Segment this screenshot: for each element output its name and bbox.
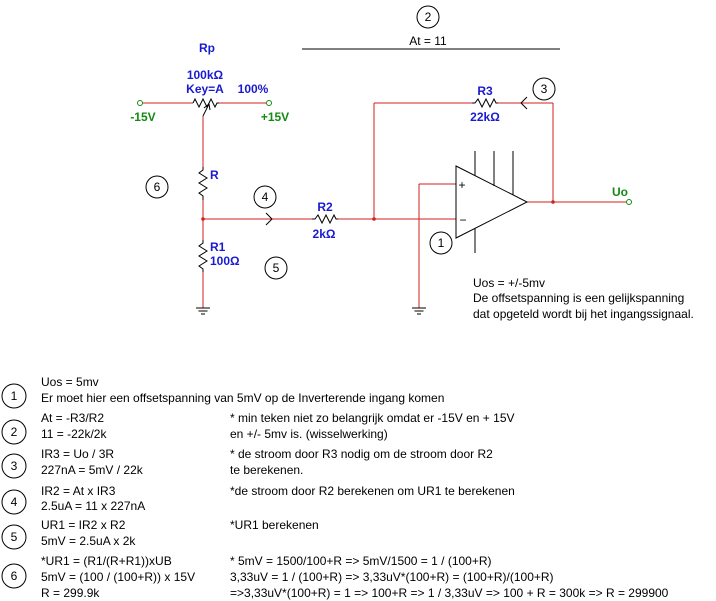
opamp-triangle [455, 165, 529, 239]
r1-name: R1 [210, 240, 226, 254]
r3-value: 22kΩ [470, 110, 500, 124]
resistor-r3 [472, 97, 498, 109]
at-label: At = 11 [409, 34, 447, 48]
marker-6-circle [145, 175, 169, 199]
step-4-right-line-1: *de stroom door R2 berekenen om UR1 te b… [230, 484, 515, 498]
rp-key: Key=A [186, 82, 224, 96]
marker-3-number: 3 [541, 82, 548, 96]
step-5-left-line-1: UR1 = IR2 x R2 [41, 518, 126, 532]
pos-supply-label: +15V [261, 110, 289, 124]
resistor-r1 [198, 240, 208, 272]
uos-note: Uos = +/-5mv [473, 276, 545, 290]
marker-5-number: 5 [273, 261, 280, 275]
marker-4-circle [253, 185, 277, 209]
calculation-steps: 1 Uos = 5mv Er moet hier een offsetspann… [1, 375, 669, 600]
rp-name: Rp [199, 41, 215, 55]
step-4-circle [1, 489, 27, 515]
marker-2-circle [416, 5, 440, 29]
step-3-number: 3 [11, 459, 18, 473]
step-2-right-line-1: * min teken niet zo belangrijk omdat er … [230, 411, 515, 425]
step-2-number: 2 [11, 425, 18, 439]
r2-name: R2 [317, 200, 333, 214]
opamp-plus-sign: + [458, 178, 465, 192]
marker-1-circle [429, 231, 453, 255]
step-1-number: 1 [11, 389, 18, 403]
ground-symbol-opamp [412, 307, 426, 315]
step-6-right-line-1: * 5mV = 1500/100+R => 5mV/1500 = 1 / (10… [230, 554, 492, 568]
step-4-left-line-1: IR2 = At x IR3 [41, 484, 116, 498]
step-2-left-line-1: At = -R3/R2 [41, 411, 104, 425]
r3-name: R3 [477, 84, 493, 98]
marker-1-number: 1 [438, 236, 445, 250]
step-2-right-line-2: en +/- 5mv is. (wisselwerking) [230, 427, 388, 441]
step-1-left-line-2: Er moet hier een offsetspanning van 5mV … [41, 391, 444, 405]
current-arrow-r3 [520, 96, 528, 110]
rp-value: 100kΩ [187, 68, 224, 82]
pot-wiper-head [203, 103, 211, 111]
step-3-left-line-2: 227nA = 5mV / 22k [41, 463, 144, 477]
junction-dot [201, 217, 205, 221]
marker-5-circle [264, 256, 288, 280]
step-1-circle [1, 383, 27, 409]
step-3-circle [1, 453, 27, 479]
pot-wiper-arrow [202, 103, 210, 117]
step-6-left-line-3: R = 299.9k [41, 586, 100, 600]
opamp-minus-sign: − [459, 213, 466, 227]
step-2-circle [1, 419, 27, 445]
marker-4-number: 4 [262, 190, 269, 204]
step-6-right-line-3: =>3,33uV*(100+R) = 1 => 100+R => 1 / 3,3… [230, 586, 669, 600]
step-6-left-line-2: 5mV = (100 / (100+R)) x 15V [41, 570, 195, 584]
wires [143, 102, 627, 308]
step-5-circle [1, 524, 27, 550]
step-6-right-line-2: 3,33uV = 1 / (100+R) => 3,33uV*(100+R) =… [230, 570, 554, 584]
step-4-number: 4 [11, 495, 18, 509]
step-5-right-line-1: *UR1 berekenen [230, 518, 319, 532]
step-5-number: 5 [11, 530, 18, 544]
step-3-right-line-1: * de stroom door R3 nodig om de stroom d… [230, 447, 493, 461]
step-2-left-line-2: 11 = -22k/2k [41, 427, 107, 441]
r2-value: 2kΩ [313, 227, 336, 241]
ground-symbol-r1 [196, 307, 210, 315]
junction-dot [551, 200, 555, 204]
resistor-r2 [312, 213, 338, 225]
output-terminal [626, 199, 632, 205]
marker-3-circle [532, 77, 556, 101]
step-4-left-line-2: 2.5uA = 11 x 227nA [41, 499, 145, 513]
neg-supply-terminal [137, 100, 143, 106]
step-3-left-line-1: IR3 = Uo / 3R [41, 447, 114, 461]
step-5-left-line-2: 5mV = 2.5uA x 2k [41, 534, 136, 548]
junction-dot [372, 217, 376, 221]
step-6-number: 6 [11, 569, 18, 583]
step-6-circle [1, 563, 27, 589]
step-1-left-line-1: Uos = 5mv [41, 375, 99, 389]
r1-value: 100Ω [210, 254, 240, 268]
output-label: Uo [612, 185, 628, 199]
step-3-right-line-2: te berekenen. [230, 463, 303, 477]
step-6-left-line-1: *UR1 = (R1/(R+R1))xUB [41, 554, 172, 568]
rp-percent: 100% [238, 82, 269, 96]
marker-2-number: 2 [425, 10, 432, 24]
neg-supply-label: -15V [130, 110, 155, 124]
note-line-1: De offsetspanning is een gelijkspanning [473, 291, 684, 305]
current-arrow-r2 [265, 212, 273, 226]
marker-6-number: 6 [154, 180, 161, 194]
resistor-r [198, 167, 208, 200]
pos-supply-terminal [266, 100, 272, 106]
r-name: R [210, 168, 219, 182]
note-line-2: dat opgeteld wordt bij het ingangssignaa… [473, 307, 694, 321]
